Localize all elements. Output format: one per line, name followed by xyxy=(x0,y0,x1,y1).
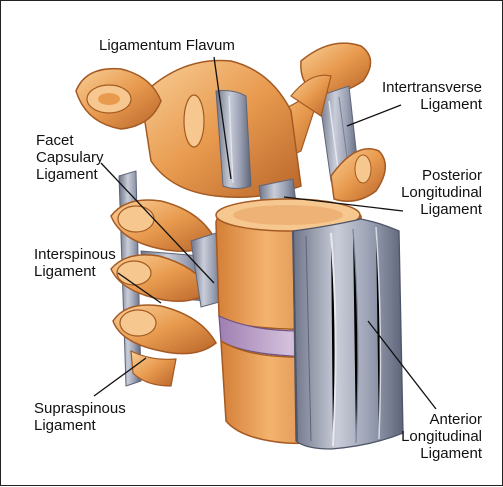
label-line: Interspinous xyxy=(34,246,116,263)
label-line: Longitudinal xyxy=(401,428,482,445)
label-line: Ligament xyxy=(34,263,116,280)
label-line: Supraspinous xyxy=(34,400,126,417)
label-line: Ligament xyxy=(382,96,482,113)
label-line: Ligamentum Flavum xyxy=(99,37,235,54)
label-facet-capsulary: Facet Capsulary Ligament xyxy=(36,132,104,183)
label-line: Ligament xyxy=(34,417,126,434)
label-line: Ligament xyxy=(401,201,482,218)
label-line: Posterior xyxy=(401,167,482,184)
label-interspinous: Interspinous Ligament xyxy=(34,246,116,280)
label-line: Ligament xyxy=(401,445,482,462)
label-intertransverse: Intertransverse Ligament xyxy=(382,79,482,113)
label-anterior-longitudinal: Anterior Longitudinal Ligament xyxy=(401,411,482,462)
label-line: Facet xyxy=(36,132,104,149)
label-line: Anterior xyxy=(401,411,482,428)
label-line: Intertransverse xyxy=(382,79,482,96)
label-line: Ligament xyxy=(36,166,104,183)
label-posterior-longitudinal: Posterior Longitudinal Ligament xyxy=(401,167,482,218)
anterior-longitudinal-band xyxy=(293,219,403,449)
label-supraspinous: Supraspinous Ligament xyxy=(34,400,126,434)
label-ligamentum-flavum: Ligamentum Flavum xyxy=(99,37,235,54)
label-line: Longitudinal xyxy=(401,184,482,201)
label-line: Capsulary xyxy=(36,149,104,166)
